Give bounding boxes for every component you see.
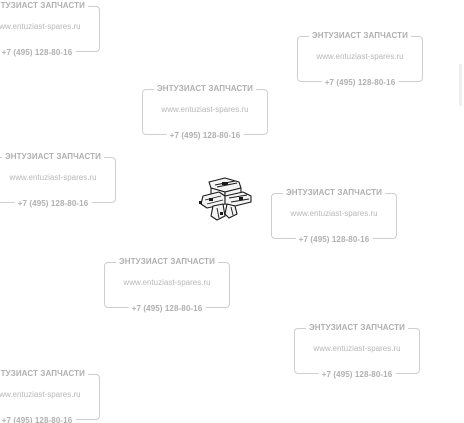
watermark-brand: ЭНТУЗИАСТ ЗАПЧАСТИ (115, 258, 219, 266)
watermark-brand: ЭНТУЗИАСТ ЗАПЧАСТИ (308, 32, 412, 40)
watermark-url: www.entuziast-spares.ru (161, 105, 249, 114)
car-part-clip-icon (199, 177, 252, 221)
watermark-url: www.entuziast-spares.ru (0, 390, 81, 399)
watermark-url: www.entuziast-spares.ru (316, 52, 404, 61)
watermark-brand: ЭНТУЗИАСТ ЗАПЧАСТИ (282, 189, 386, 197)
watermark-brand: ЭНТУЗИАСТ ЗАПЧАСТИ (1, 153, 105, 161)
watermark-brand: ЭНТУЗИАСТ ЗАПЧАСТИ (0, 370, 89, 378)
watermark-brand: ЭНТУЗИАСТ ЗАПЧАСТИ (153, 85, 257, 93)
watermark-stamp: ЭНТУЗИАСТ ЗАПЧАСТИ www.entuziast-spares.… (271, 189, 397, 245)
watermark-url: www.entuziast-spares.ru (9, 173, 97, 182)
watermark-brand: ЭНТУЗИАСТ ЗАПЧАСТИ (0, 2, 89, 10)
watermark-phone: +7 (495) 128-80-16 (321, 79, 399, 87)
watermark-phone: +7 (495) 128-80-16 (318, 371, 396, 379)
watermark-phone: +7 (495) 128-80-16 (0, 49, 76, 57)
watermark-phone: +7 (495) 128-80-16 (14, 200, 92, 208)
watermark-phone: +7 (495) 128-80-16 (128, 305, 206, 313)
watermark-phone: +7 (495) 128-80-16 (0, 417, 76, 423)
watermark-url: www.entuziast-spares.ru (123, 278, 211, 287)
watermark-stamp: ЭНТУЗИАСТ ЗАПЧАСТИ www.entuziast-spares.… (142, 85, 268, 141)
watermark-stamp: ЭНТУЗИАСТ ЗАПЧАСТИ www.entuziast-spares.… (0, 153, 116, 209)
watermark-brand: ЭНТУЗИАСТ ЗАПЧАСТИ (305, 324, 409, 332)
watermark-phone: +7 (495) 128-80-16 (166, 132, 244, 140)
watermark-phone: +7 (495) 128-80-16 (295, 236, 373, 244)
watermark-stamp: ЭНТУЗИАСТ ЗАПЧАСТИ www.entuziast-spares.… (0, 370, 100, 423)
watermark-url: www.entuziast-spares.ru (0, 22, 81, 31)
watermark-url: www.entuziast-spares.ru (313, 344, 401, 353)
watermark-stamp: ЭНТУЗИАСТ ЗАПЧАСТИ www.entuziast-spares.… (0, 2, 100, 58)
watermark-url: www.entuziast-spares.ru (290, 209, 378, 218)
edge-shadow (459, 64, 462, 106)
watermark-stamp: ЭНТУЗИАСТ ЗАПЧАСТИ www.entuziast-spares.… (297, 32, 423, 88)
watermark-stamp: ЭНТУЗИАСТ ЗАПЧАСТИ www.entuziast-spares.… (104, 258, 230, 314)
watermark-stamp: ЭНТУЗИАСТ ЗАПЧАСТИ www.entuziast-spares.… (294, 324, 420, 380)
